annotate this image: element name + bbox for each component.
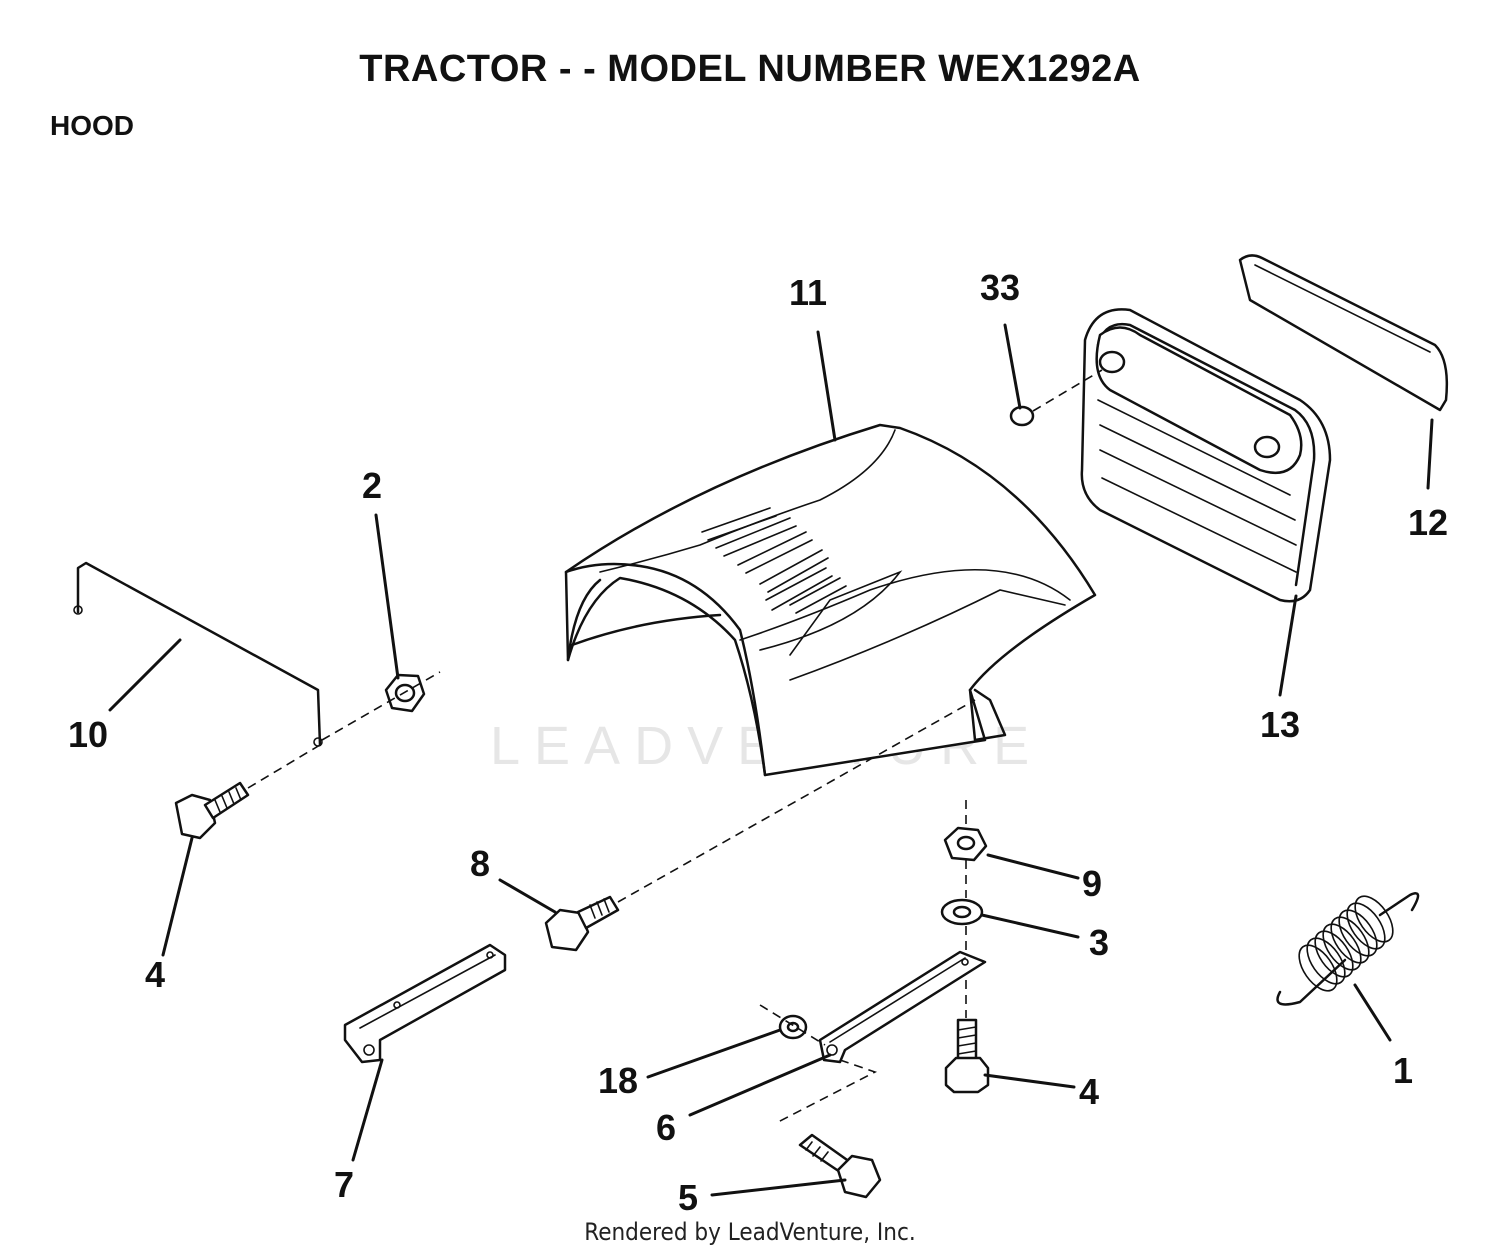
part-12-trim[interactable] (1238, 254, 1449, 412)
part-1-spring[interactable] (1276, 890, 1420, 1006)
page-title: TRACTOR - - MODEL NUMBER WEX1292A (359, 48, 1141, 90)
callout-2: 2 (362, 465, 382, 506)
part-5-bolt[interactable] (798, 1133, 882, 1199)
callout-13: 13 (1260, 704, 1300, 745)
part-8-bolt[interactable] (544, 895, 620, 952)
part-6-bracket[interactable] (818, 950, 987, 1064)
callout-10: 10 (68, 714, 108, 755)
callout-18: 18 (598, 1060, 638, 1101)
part-4-bolt-right[interactable] (944, 1018, 990, 1094)
callout-6: 6 (656, 1107, 676, 1148)
callout-7: 7 (334, 1164, 354, 1205)
part-3-washer[interactable] (940, 898, 984, 926)
callout-1: 1 (1393, 1050, 1413, 1091)
section-title: HOOD (50, 110, 134, 141)
part-4-bolt-left[interactable] (174, 781, 250, 840)
callout-12: 12 (1408, 502, 1448, 543)
part-33-plug[interactable] (1009, 405, 1035, 427)
footer-credit: Rendered by LeadVenture, Inc. (584, 1218, 916, 1246)
callout-4-left: 4 (145, 954, 165, 995)
callout-4-right: 4 (1079, 1071, 1099, 1112)
leader-lines (108, 323, 1434, 1197)
callout-5: 5 (678, 1177, 698, 1218)
callout-33: 33 (980, 267, 1020, 308)
callout-8: 8 (470, 843, 490, 884)
part-18-washer[interactable] (778, 1014, 808, 1040)
part-7-bracket[interactable] (343, 943, 507, 1064)
part-9-nut[interactable] (943, 826, 988, 862)
callout-3: 3 (1089, 922, 1109, 963)
part-11-hood[interactable] (564, 423, 1097, 777)
hood-vent-slots (701, 507, 847, 614)
callout-11: 11 (789, 272, 827, 313)
callout-9: 9 (1082, 863, 1102, 904)
part-13-grille[interactable] (1080, 308, 1332, 603)
callouts: 11 33 12 13 2 10 4 8 9 3 4 1 18 6 7 5 (68, 267, 1448, 1218)
part-10-rod[interactable] (73, 561, 323, 747)
